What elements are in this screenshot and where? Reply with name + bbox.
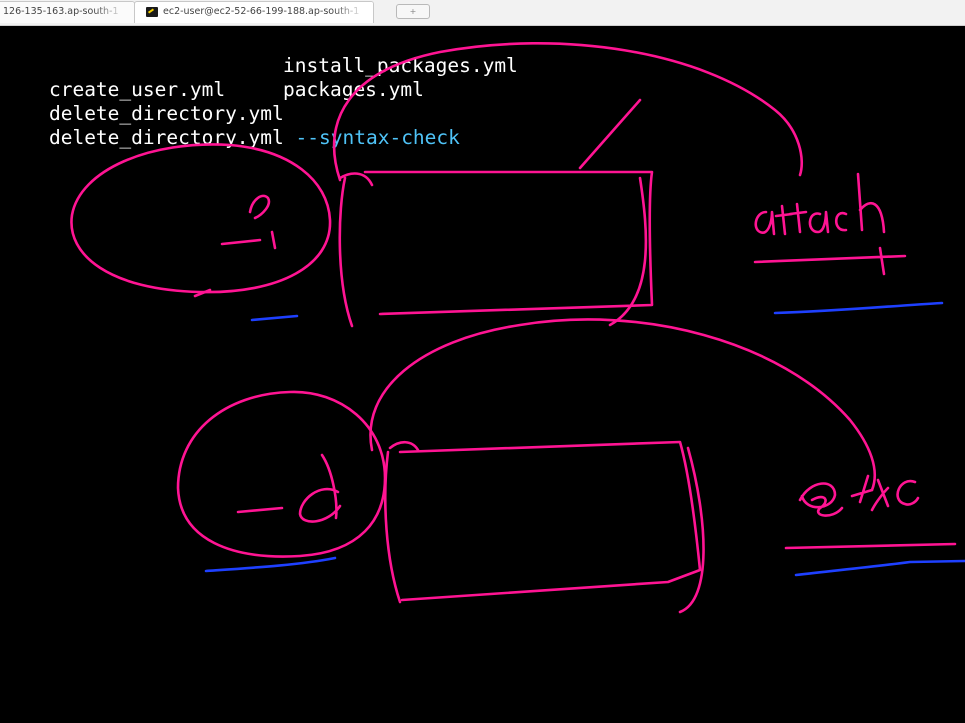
browser-tab-bar: 126-135-163.ap-south-1 ec2-user@ec2-52-6… bbox=[0, 0, 965, 26]
arrow-head-left-top bbox=[193, 288, 212, 298]
file-install-packages: install_packages.yml bbox=[283, 54, 518, 77]
blue-underline-attach bbox=[773, 301, 944, 315]
pointer-line-top bbox=[578, 98, 642, 170]
terminal-line-2: delete_directory.yml bbox=[2, 78, 284, 150]
blue-underline-exec bbox=[794, 559, 965, 577]
letter-d bbox=[236, 453, 342, 523]
new-tab-button[interactable]: + bbox=[396, 4, 430, 19]
command-file: delete_directory.yml bbox=[48, 126, 284, 149]
circle-left-bottom bbox=[176, 390, 387, 558]
tab-ssh-session-2[interactable]: ec2-user@ec2-52-66-199-188.ap-south-1 bbox=[134, 1, 374, 23]
container-box-bottom bbox=[398, 440, 702, 602]
file-create-user: create_user.yml bbox=[48, 78, 226, 101]
arc-to-exec bbox=[369, 318, 877, 492]
tab-title: 126-135-163.ap-south-1 bbox=[3, 6, 119, 17]
file-delete-directory: delete_directory.yml bbox=[48, 102, 284, 125]
circle-left-top bbox=[70, 143, 332, 294]
tab-title: ec2-user@ec2-52-66-199-188.ap-south-1 bbox=[163, 6, 360, 17]
container-right-curve-top bbox=[608, 176, 648, 327]
attach-underline bbox=[753, 246, 907, 276]
terminal-icon bbox=[146, 7, 158, 17]
container-box-top bbox=[363, 170, 654, 316]
blue-underline-d bbox=[204, 556, 337, 573]
terminal-line-3: delete_directory.yml --syntax-check bbox=[2, 102, 460, 174]
container-right-curve-bottom bbox=[678, 446, 705, 614]
container-left-wall-bottom bbox=[384, 440, 420, 604]
tab-ssh-session-1[interactable]: 126-135-163.ap-south-1 bbox=[0, 1, 135, 23]
file-packages: packages.yml bbox=[283, 78, 424, 101]
syntax-check-flag: --syntax-check bbox=[295, 126, 460, 149]
plus-icon: + bbox=[409, 7, 417, 16]
word-exec bbox=[798, 474, 920, 517]
blue-underline-i bbox=[250, 314, 299, 322]
terminal-output[interactable]: create_user.yml install_packages.yml del… bbox=[0, 30, 965, 723]
letter-i bbox=[220, 194, 277, 250]
arc-to-attach bbox=[332, 42, 804, 182]
exec-underline bbox=[784, 542, 957, 550]
container-left-wall-top bbox=[338, 172, 374, 328]
terminal-line-1: create_user.yml bbox=[2, 54, 225, 126]
word-attach bbox=[754, 172, 886, 236]
